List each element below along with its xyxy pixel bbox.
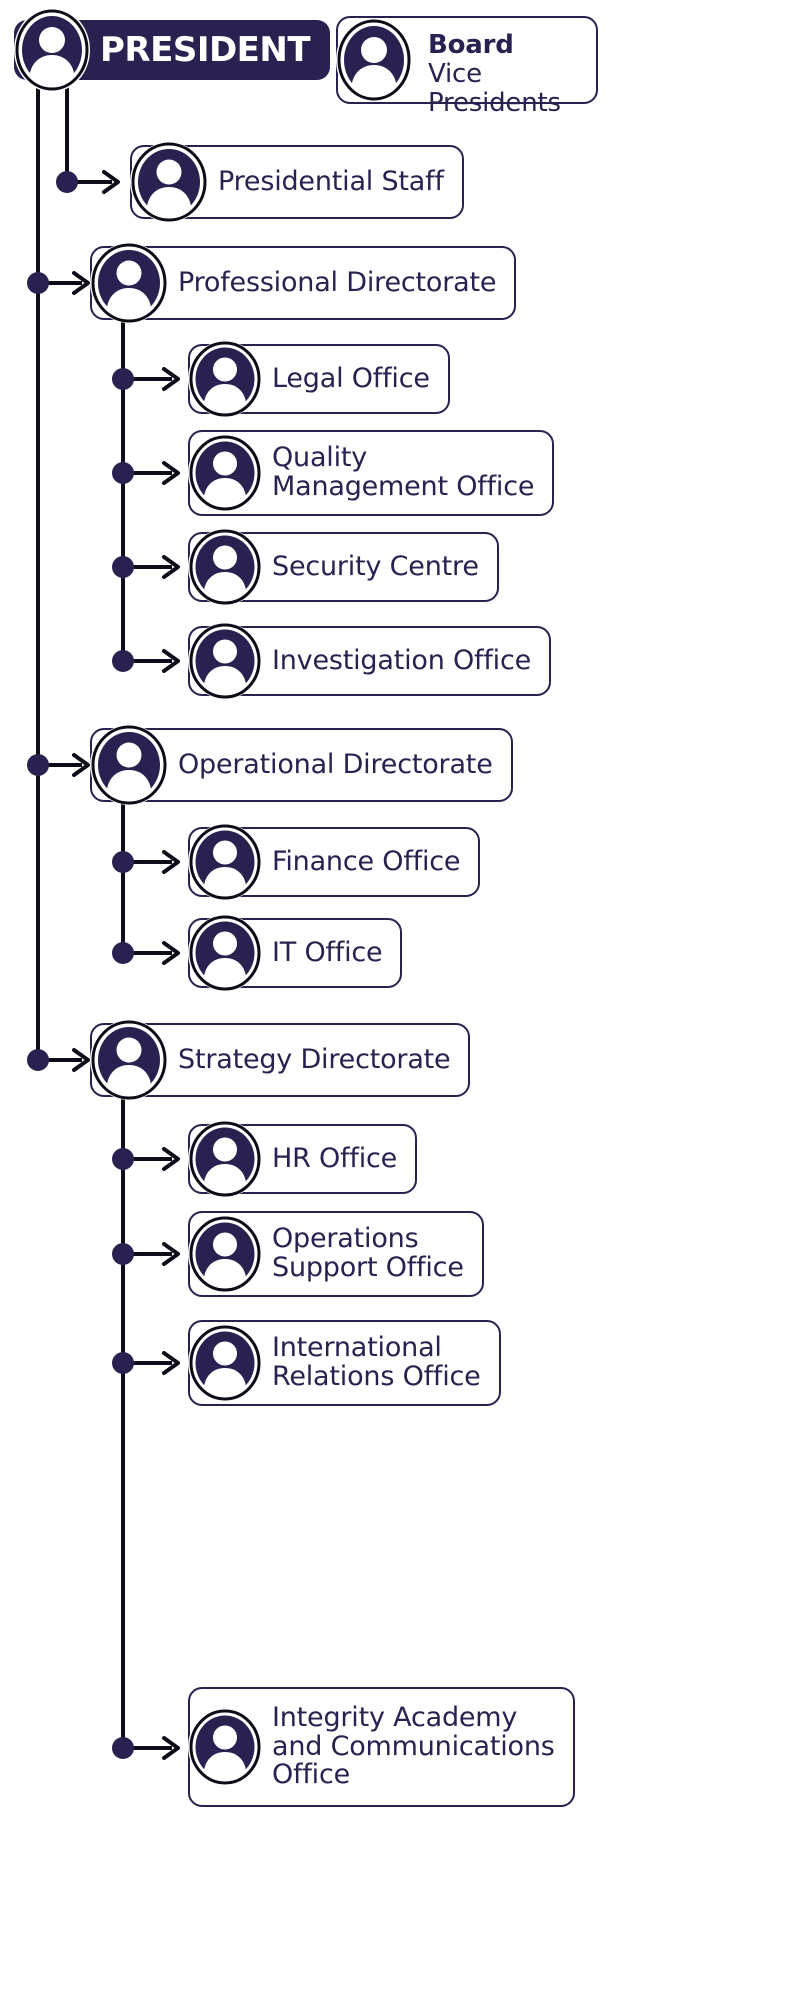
person-avatar-icon	[188, 915, 262, 991]
node-legal-office[interactable]: Legal Office	[188, 341, 450, 417]
person-avatar-icon	[188, 623, 262, 699]
operational-directorate-label: Operational Directorate	[178, 748, 493, 780]
person-avatar-icon	[188, 824, 262, 900]
arrowhead-professional-directorate	[72, 271, 90, 295]
presidential-staff-label: Presidential Staff	[218, 165, 444, 197]
node-international-relations-office[interactable]: International Relations Office	[188, 1320, 501, 1406]
node-president[interactable]: PRESIDENT	[14, 8, 331, 92]
arrowhead-quality-management	[162, 461, 180, 485]
dot-presidential-staff	[56, 171, 78, 193]
node-security-centre[interactable]: Security Centre	[188, 529, 499, 605]
node-presidential-staff[interactable]: Presidential Staff	[130, 142, 464, 222]
junction-dots	[27, 171, 134, 1759]
arrowhead-security-centre	[162, 555, 180, 579]
person-avatar-icon	[188, 1216, 262, 1292]
dot-quality-management	[112, 462, 134, 484]
dot-it-office	[112, 942, 134, 964]
board-title: Board	[428, 30, 514, 61]
dot-hr-office	[112, 1148, 134, 1170]
person-avatar-icon	[188, 341, 262, 417]
person-avatar-icon	[90, 1020, 168, 1100]
person-avatar-icon	[90, 725, 168, 805]
arrowhead-presidential-staff	[102, 170, 120, 194]
operational-directorate-card[interactable]: Operational Directorate	[90, 728, 513, 802]
finance-office-label: Finance Office	[272, 845, 461, 877]
dot-operational-directorate	[27, 754, 49, 776]
node-quality-management-office[interactable]: Quality Management Office	[188, 430, 555, 516]
node-integrity-academy-and-communications-office[interactable]: Integrity Academy and Communications Off…	[188, 1687, 575, 1807]
node-professional-directorate[interactable]: Professional Directorate	[90, 243, 517, 323]
hr-office-label: HR Office	[272, 1142, 398, 1174]
security-centre-label: Security Centre	[272, 550, 479, 582]
node-investigation-office[interactable]: Investigation Office	[188, 623, 552, 699]
person-avatar-icon	[188, 1709, 262, 1785]
dot-legal-office	[112, 368, 134, 390]
node-operational-directorate[interactable]: Operational Directorate	[90, 725, 513, 805]
person-avatar-icon	[188, 529, 262, 605]
strategy-directorate-label: Strategy Directorate	[178, 1043, 451, 1075]
arrowhead-strategy-directorate	[72, 1048, 90, 1072]
node-strategy-directorate[interactable]: Strategy Directorate	[90, 1020, 471, 1100]
international-relations-office-label: International Relations Office	[272, 1332, 481, 1392]
person-avatar-icon	[130, 142, 208, 222]
person-avatar-icon	[188, 1121, 262, 1197]
it-office-label: IT Office	[272, 936, 383, 968]
dot-finance-office	[112, 851, 134, 873]
board-subtitle: Vice Presidents	[428, 59, 561, 118]
dot-professional-directorate	[27, 272, 49, 294]
arrowhead-operations-support	[162, 1242, 180, 1266]
dot-integrity-academy	[112, 1737, 134, 1759]
node-hr-office[interactable]: HR Office	[188, 1121, 418, 1197]
dot-security-centre	[112, 556, 134, 578]
integrity-academy-label: Integrity Academy and Communications Off…	[272, 1702, 555, 1791]
person-avatar-icon	[188, 435, 262, 511]
dot-investigation-office	[112, 650, 134, 672]
arrowhead-international-relations	[162, 1351, 180, 1375]
person-avatar-icon	[90, 243, 168, 323]
quality-management-office-label: Quality Management Office	[272, 442, 535, 502]
person-avatar-icon	[336, 18, 412, 102]
node-finance-office[interactable]: Finance Office	[188, 824, 481, 900]
investigation-office-label: Investigation Office	[272, 644, 532, 676]
president-label: PRESIDENT	[100, 29, 311, 70]
person-avatar-icon	[14, 8, 90, 92]
node-operations-support-office[interactable]: Operations Support Office	[188, 1211, 484, 1297]
arrowhead-operational-directorate	[72, 753, 90, 777]
dot-strategy-directorate	[27, 1049, 49, 1071]
operations-support-office-label: Operations Support Office	[272, 1223, 464, 1283]
person-avatar-icon	[188, 1325, 262, 1401]
dot-operations-support	[112, 1243, 134, 1265]
arrowhead-integrity-academy	[162, 1736, 180, 1760]
arrowhead-finance-office	[162, 850, 180, 874]
arrowhead-it-office	[162, 941, 180, 965]
arrowhead-legal-office	[162, 367, 180, 391]
dot-international-relations	[112, 1352, 134, 1374]
legal-office-label: Legal Office	[272, 362, 430, 394]
node-it-office[interactable]: IT Office	[188, 915, 403, 991]
arrowhead-hr-office	[162, 1147, 180, 1171]
professional-directorate-label: Professional Directorate	[178, 266, 497, 298]
arrowhead-investigation-office	[162, 649, 180, 673]
